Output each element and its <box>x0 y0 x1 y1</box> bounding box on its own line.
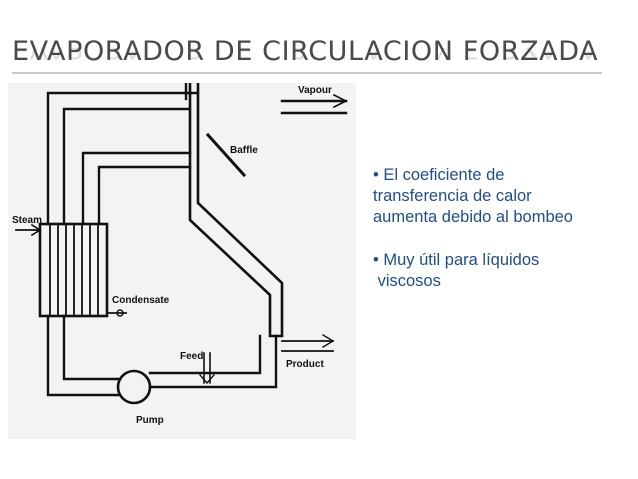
condensate-label: Condensate <box>112 295 170 306</box>
lower-pipe-left <box>46 314 120 397</box>
steam-label: Steam <box>12 215 42 226</box>
evaporator-diagram: Vapour Baffle Steam Condensate Feed Prod… <box>8 83 356 439</box>
bullet-1-line-1: • El coeficiente de <box>373 166 505 184</box>
slide-title-reflection: EVAPORADOR DE CIRCULACION FORZADA <box>12 48 599 64</box>
pump-discharge-pipe <box>148 334 278 389</box>
pump-label: Pump <box>136 415 164 426</box>
bullet-1-line-2: transferencia de calor <box>373 187 532 205</box>
product-label: Product <box>286 359 324 370</box>
bullet-1-line-3: aumenta debido al bombeo <box>373 208 573 226</box>
product-outlet <box>281 340 334 352</box>
vapour-outlet <box>280 99 348 115</box>
return-pipe <box>81 151 192 226</box>
heat-exchanger <box>38 222 109 318</box>
baffle-label: Baffle <box>230 145 258 156</box>
vapour-arrow <box>332 93 348 109</box>
bullet-2-line-1: • Muy útil para líquidos <box>373 251 540 269</box>
feed-inlet <box>203 352 211 384</box>
bullet-list: • El coeficiente de transferencia de cal… <box>373 165 633 292</box>
top-pipe <box>46 91 200 226</box>
baffle <box>205 132 247 178</box>
bullet-2-line-2: viscosos <box>373 272 441 290</box>
feed-arrow <box>199 374 215 385</box>
separator-vessel <box>188 83 284 338</box>
steam-arrow <box>30 223 42 237</box>
bullet-spacer <box>373 228 633 250</box>
slide-title: EVAPORADOR DE CIRCULACION FORZADA <box>12 36 599 67</box>
feed-label: Feed <box>180 351 203 362</box>
condensate-valve <box>116 309 124 317</box>
diagram-background <box>8 83 356 439</box>
vapour-label: Vapour <box>298 85 332 96</box>
product-arrow <box>322 334 335 348</box>
heat-exchanger-tubes <box>49 225 99 315</box>
title-underline <box>12 72 602 74</box>
